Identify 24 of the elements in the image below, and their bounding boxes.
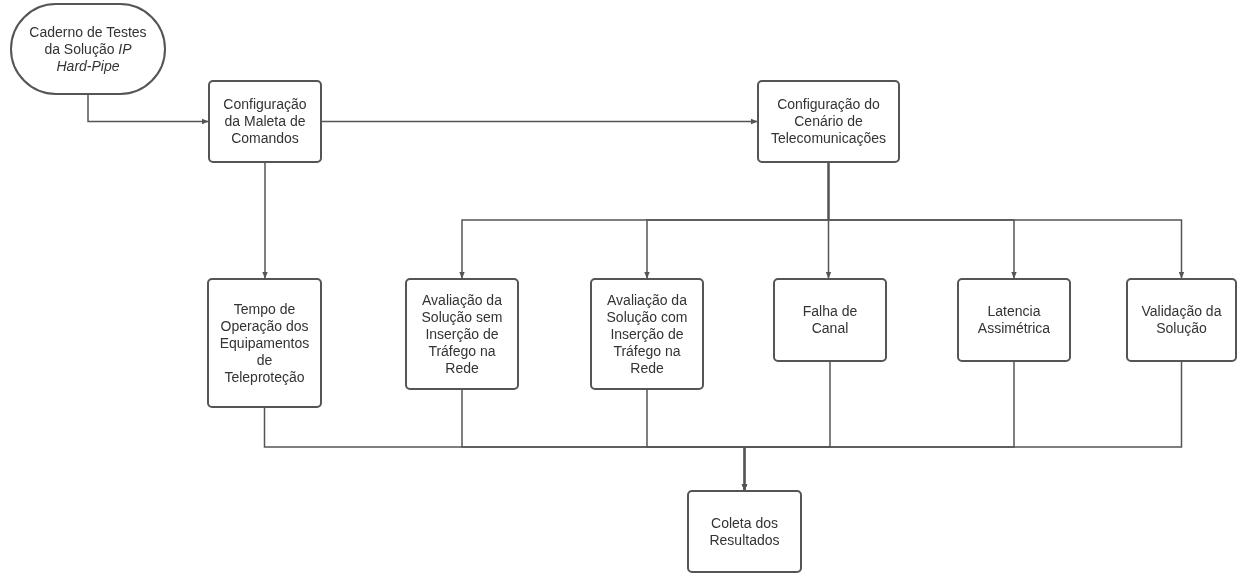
process-box <box>405 278 519 390</box>
connector-arrow <box>321 118 758 125</box>
box-label: Coleta dos Resultados <box>708 514 781 549</box>
box-label: Configuração do Cenário de Telecomunicações <box>769 96 888 147</box>
process-box <box>773 278 887 362</box>
box-label: Falha de Canal <box>801 303 859 337</box>
connector-arrow <box>741 361 1183 491</box>
process-box <box>957 278 1071 362</box>
box-label: Avaliação da Solução sem Inserção de Tráfego na Rede <box>420 291 504 377</box>
process-box <box>687 490 802 573</box>
process-box <box>590 278 704 390</box>
box-label: Tempo de Operação dos Equipamentos de Teleproteção <box>218 300 311 386</box>
box-label: Caderno de Testes da Solução IP Hard-Pipe <box>28 23 148 75</box>
connector-arrow <box>87 94 209 125</box>
connector-arrow <box>262 162 268 279</box>
process-box <box>1126 278 1237 362</box>
process-box <box>207 278 322 408</box>
connector-arrow <box>827 162 1185 279</box>
box-label: Configuração da Maleta de Comandos <box>222 96 308 147</box>
box-label: Avaliação da Solução com Inserção de Tráfego na Rede <box>605 291 689 377</box>
process-box <box>208 80 322 163</box>
box-label: Validação da Solução <box>1140 303 1223 337</box>
process-box <box>757 80 900 163</box>
box-label: Latencia Assimétrica <box>976 303 1052 337</box>
